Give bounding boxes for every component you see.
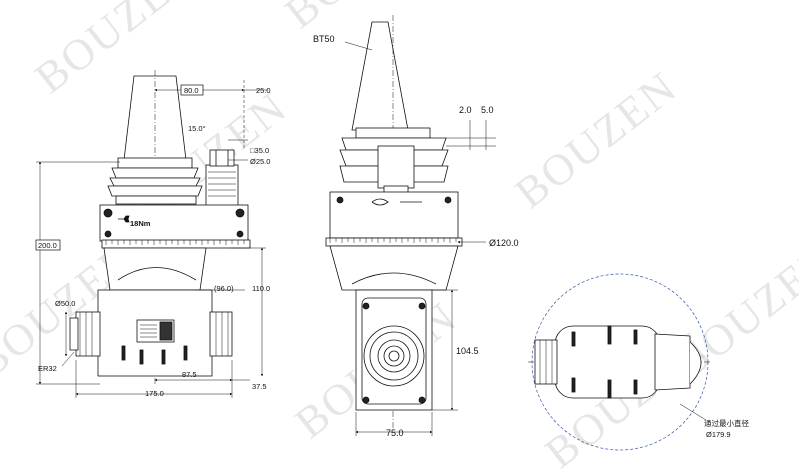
side-screw-1 xyxy=(103,208,113,218)
side-body-upper xyxy=(103,247,207,291)
bottom-neck xyxy=(654,333,691,391)
dim-87-5: 87.5 xyxy=(182,370,197,379)
front-taper xyxy=(351,21,409,131)
dim-75: 75.0 xyxy=(386,428,404,438)
side-flange-2 xyxy=(111,167,199,179)
dim-dia-25: Ø25.0 xyxy=(250,157,270,166)
front-view xyxy=(325,15,463,430)
dim-96: (96.0) xyxy=(214,284,234,293)
bottom-view xyxy=(528,273,712,451)
side-flange-3 xyxy=(109,177,201,187)
front-scale-ring xyxy=(325,237,463,247)
front-spindle-bore xyxy=(388,350,400,362)
note-min-diameter: 通过最小直径 xyxy=(704,418,749,428)
side-screw-4 xyxy=(236,230,244,238)
front-stop-block xyxy=(377,145,415,189)
front-body-upper xyxy=(329,245,459,291)
side-slots xyxy=(121,345,188,365)
side-dim-labels: 80.0 25.0 15.0° □35.0 Ø25.0 18Nm 200.0 1… xyxy=(35,84,271,398)
watermark-2: BOUZEN xyxy=(276,0,456,38)
dim-dia-179-9: Ø179.9 xyxy=(706,430,731,439)
bottom-body xyxy=(554,325,661,399)
dim-dia-120: Ø120.0 xyxy=(489,238,519,248)
front-dimensions xyxy=(344,41,496,436)
dim-175: 175.0 xyxy=(145,389,164,398)
front-lock-lever xyxy=(371,198,389,206)
wrench-icon xyxy=(118,215,130,223)
front-dim-labels: BT50 2.0 5.0 Ø120.0 104.5 75.0 xyxy=(313,34,519,438)
side-dimensions xyxy=(36,80,268,398)
side-stop-knurl xyxy=(208,171,236,197)
side-stop-block xyxy=(205,164,239,208)
bottom-slots xyxy=(571,325,638,399)
dim-2: 2.0 xyxy=(459,105,472,115)
dim-25: 25.0 xyxy=(256,86,271,95)
side-left-nut xyxy=(75,311,101,357)
dim-square-35: □35.0 xyxy=(250,146,269,155)
label-bt50: BT50 xyxy=(313,34,335,44)
dim-200: 200.0 xyxy=(38,241,57,250)
dim-angle-15: 15.0° xyxy=(188,124,206,133)
side-view xyxy=(69,70,251,385)
bottom-labels: 通过最小直径 Ø179.9 xyxy=(704,418,749,439)
side-stop-pin xyxy=(209,149,235,167)
watermark-1: BOUZEN xyxy=(26,0,206,103)
dim-5: 5.0 xyxy=(481,105,494,115)
collet-er32: ER32 xyxy=(38,364,57,373)
torque-label: 18Nm xyxy=(130,219,151,228)
watermark-3: BOUZEN xyxy=(506,62,686,218)
dim-dia-50: Ø50.0 xyxy=(55,299,75,308)
side-flange-4 xyxy=(107,185,203,197)
side-right-nut xyxy=(209,311,233,357)
dim-80: 80.0 xyxy=(184,86,199,95)
side-body-dome xyxy=(117,267,197,281)
dim-104-5: 104.5 xyxy=(456,346,479,356)
front-housing xyxy=(329,191,459,239)
front-scale-ticks xyxy=(329,238,457,243)
side-flange-5 xyxy=(115,195,197,205)
side-flange-1 xyxy=(117,157,193,169)
front-flange-1 xyxy=(355,127,431,139)
side-housing-plate xyxy=(99,204,249,242)
side-screw-2 xyxy=(235,208,245,218)
side-scale-ticks xyxy=(105,240,245,245)
dim-37-5: 37.5 xyxy=(252,382,267,391)
side-screw-3 xyxy=(104,230,112,238)
dim-110: 110.0 xyxy=(252,284,270,293)
